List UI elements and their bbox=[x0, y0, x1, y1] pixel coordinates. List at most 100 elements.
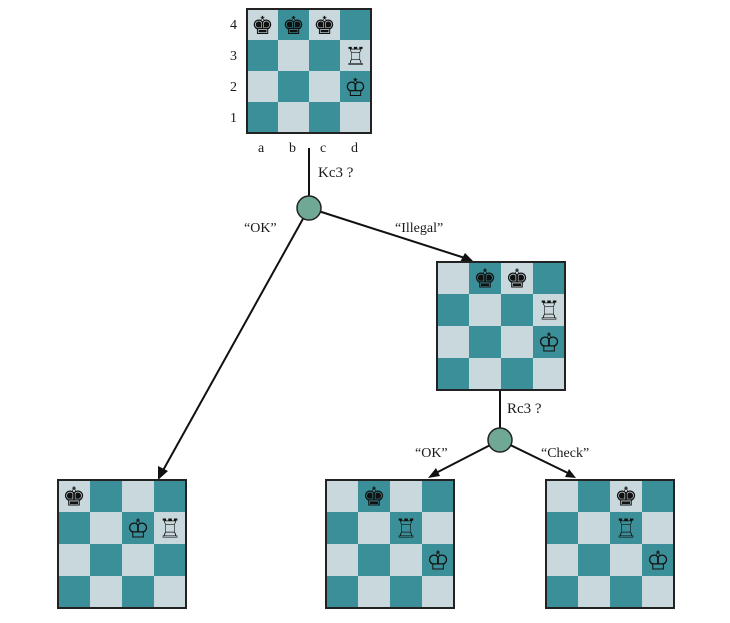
board-square bbox=[578, 480, 610, 512]
board-square bbox=[154, 512, 186, 544]
root-board: ♚♚♚♖♔ bbox=[246, 8, 372, 134]
board-square bbox=[358, 576, 390, 608]
rank-label-4: 4 bbox=[230, 18, 237, 33]
board-square bbox=[358, 512, 390, 544]
board-square bbox=[533, 294, 565, 326]
edge-label-ok-1: “OK” bbox=[244, 221, 277, 236]
board-square bbox=[278, 71, 309, 102]
board-square bbox=[154, 544, 186, 576]
board-square bbox=[533, 358, 565, 390]
arrowhead-check-board bbox=[565, 469, 576, 478]
board-square bbox=[326, 576, 358, 608]
board-square bbox=[58, 576, 90, 608]
board-square bbox=[422, 544, 454, 576]
board-square bbox=[309, 9, 340, 40]
board-border bbox=[325, 479, 455, 609]
board-square bbox=[340, 71, 371, 102]
board-square bbox=[642, 480, 674, 512]
board-square bbox=[610, 544, 642, 576]
board-border bbox=[545, 479, 675, 609]
board-square bbox=[437, 294, 469, 326]
chance-node-2 bbox=[487, 427, 513, 453]
board-square bbox=[340, 9, 371, 40]
edge-label-check: “Check” bbox=[541, 446, 589, 461]
arrowhead-illegal-board bbox=[460, 253, 473, 262]
board-square bbox=[58, 544, 90, 576]
white-king-icon: ♔ bbox=[646, 547, 669, 577]
white-king-icon: ♔ bbox=[126, 515, 149, 545]
board-square bbox=[642, 576, 674, 608]
board-square bbox=[358, 480, 390, 512]
white-rook-icon: ♖ bbox=[537, 297, 560, 327]
board-square bbox=[501, 358, 533, 390]
edge-node1-to-ok-board bbox=[160, 207, 310, 475]
black-king-icon: ♚ bbox=[614, 483, 637, 513]
board-square bbox=[90, 480, 122, 512]
board-square bbox=[326, 544, 358, 576]
board-square bbox=[309, 71, 340, 102]
edge-label-ok-2: “OK” bbox=[415, 446, 448, 461]
board-border bbox=[246, 8, 372, 134]
move-label-root: Kc3 ? bbox=[318, 165, 354, 181]
board-square bbox=[390, 480, 422, 512]
black-king-icon: ♚ bbox=[313, 11, 335, 40]
board-square bbox=[122, 512, 154, 544]
board-square bbox=[122, 576, 154, 608]
ok-result-board-2: ♚♖♔ bbox=[325, 479, 455, 609]
board-square bbox=[90, 544, 122, 576]
board-square bbox=[122, 480, 154, 512]
move-label-second: Rc3 ? bbox=[507, 401, 542, 417]
board-square bbox=[501, 294, 533, 326]
board-square bbox=[610, 576, 642, 608]
file-label-c: c bbox=[320, 141, 326, 156]
board-square bbox=[278, 40, 309, 71]
board-square bbox=[642, 512, 674, 544]
white-rook-icon: ♖ bbox=[158, 515, 181, 545]
board-square bbox=[422, 576, 454, 608]
board-square bbox=[546, 576, 578, 608]
white-king-icon: ♔ bbox=[344, 73, 366, 102]
board-square bbox=[437, 262, 469, 294]
edge-node2-to-check-board bbox=[499, 439, 573, 476]
board-square bbox=[309, 40, 340, 71]
board-square bbox=[247, 102, 278, 133]
board-square bbox=[546, 512, 578, 544]
board-square bbox=[546, 544, 578, 576]
board-square bbox=[390, 576, 422, 608]
board-square bbox=[247, 9, 278, 40]
board-square bbox=[437, 358, 469, 390]
rank-label-3: 3 bbox=[230, 49, 237, 64]
black-king-icon: ♚ bbox=[251, 11, 273, 40]
edge-label-illegal: “Illegal” bbox=[395, 221, 443, 236]
black-king-icon: ♚ bbox=[62, 483, 85, 513]
chance-node-1 bbox=[296, 195, 322, 221]
board-square bbox=[610, 480, 642, 512]
board-border bbox=[57, 479, 187, 609]
board-square bbox=[326, 512, 358, 544]
rank-labels: 4 3 2 1 bbox=[230, 18, 237, 126]
board-square bbox=[469, 326, 501, 358]
board-square bbox=[642, 544, 674, 576]
board-square bbox=[154, 480, 186, 512]
illegal-result-board: ♚♚♖♔ bbox=[436, 261, 566, 391]
board-square bbox=[469, 358, 501, 390]
board-square bbox=[533, 262, 565, 294]
board-square bbox=[358, 544, 390, 576]
rank-label-1: 1 bbox=[230, 111, 237, 126]
board-square bbox=[422, 512, 454, 544]
board-square bbox=[122, 544, 154, 576]
board-square bbox=[610, 512, 642, 544]
file-labels: a b c d bbox=[258, 141, 358, 156]
board-square bbox=[469, 294, 501, 326]
arrowhead-ok-board bbox=[158, 466, 168, 480]
board-square bbox=[501, 326, 533, 358]
black-king-icon: ♚ bbox=[362, 483, 385, 513]
board-square bbox=[340, 40, 371, 71]
white-king-icon: ♔ bbox=[426, 547, 449, 577]
board-square bbox=[533, 326, 565, 358]
board-square bbox=[154, 576, 186, 608]
board-square bbox=[90, 512, 122, 544]
board-square bbox=[340, 102, 371, 133]
board-border bbox=[436, 261, 566, 391]
file-label-b: b bbox=[289, 141, 296, 156]
